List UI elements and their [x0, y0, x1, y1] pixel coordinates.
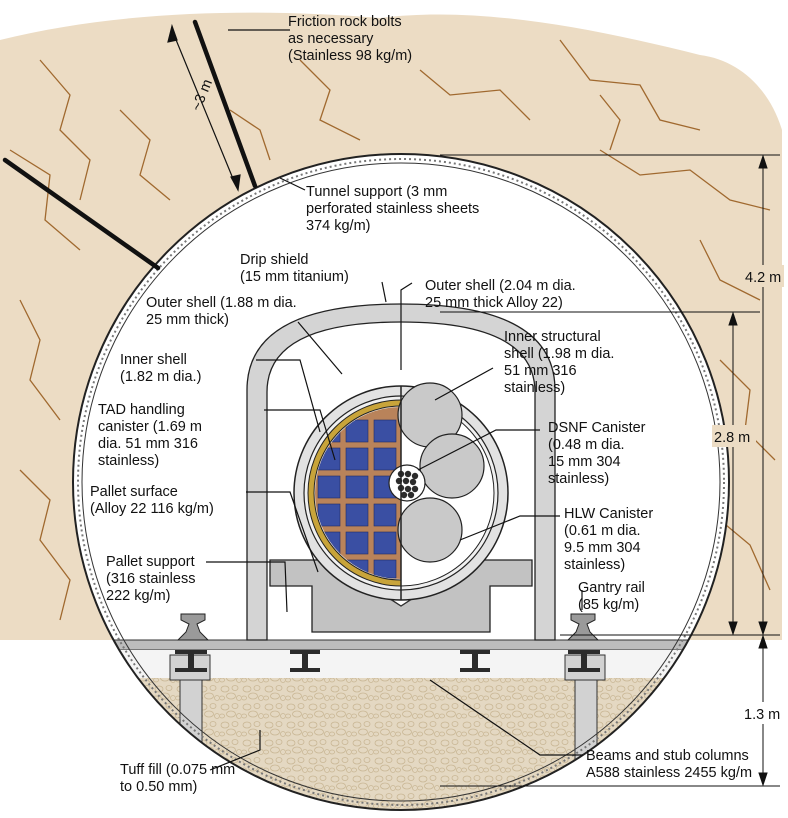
hlw-canisters	[397, 382, 485, 563]
tuff-fill-line: Tuff fill (0.075 mm	[120, 762, 235, 778]
pallet-support-line: Pallet support	[106, 554, 195, 570]
pallet-surface-line: Pallet surface	[90, 484, 178, 500]
tunnel-support-line: perforated stainless sheets	[306, 201, 479, 217]
tad-canister-line: TAD handling	[98, 402, 185, 418]
gantry-rail-line: Gantry rail	[578, 580, 645, 596]
beams	[175, 650, 600, 672]
drip-shield-label: Drip shield(15 mm titanium)	[240, 252, 349, 285]
hlw-canister-line: stainless)	[564, 557, 625, 573]
tad-canister-line: stainless)	[98, 453, 159, 469]
pallet-surface-label: Pallet surface(Alloy 22 116 kg/m)	[90, 484, 214, 517]
outer-shell-left-line: 25 mm thick)	[146, 312, 229, 328]
inner-shell-line: (1.82 m dia.)	[120, 369, 201, 385]
rock-bolts-line: as necessary	[288, 31, 374, 47]
rock-bolts-line: Friction rock bolts	[288, 14, 402, 30]
tunnel-support-ring	[72, 153, 730, 811]
drip-shield-line: Drip shield	[240, 252, 309, 268]
inner-structural-line: stainless)	[504, 380, 565, 396]
hlw-canister-line: 9.5 mm 304	[564, 540, 641, 556]
rock-bolts	[2, 19, 258, 271]
tunnel-support-line: 374 kg/m)	[306, 218, 370, 234]
dsnf-canister	[388, 464, 426, 502]
gantry-rail-label: Gantry rail(85 kg/m)	[578, 580, 645, 613]
inner-structural-line: Inner structural	[504, 329, 601, 345]
inner-shell-label: Inner shell(1.82 m dia.)	[120, 352, 201, 385]
dsnf-canister-line: stainless)	[548, 471, 609, 487]
hlw-canister-line: HLW Canister	[564, 506, 653, 522]
invert-deck	[73, 639, 729, 651]
tad-canister-line: dia. 51 mm 316	[98, 436, 198, 452]
outer-shell-left-label: Outer shell (1.88 m dia.25 mm thick)	[146, 295, 297, 328]
waste-package	[293, 382, 509, 601]
pallet-support-line: (316 stainless	[106, 571, 195, 587]
drip-shield-line: (15 mm titanium)	[240, 269, 349, 285]
pallet-surface-line: (Alloy 22 116 kg/m)	[90, 501, 214, 517]
hlw-canister-line: (0.61 m dia.	[564, 523, 641, 539]
dsnf-canister-line: DSNF Canister	[548, 420, 646, 436]
dsnf-canister-line: (0.48 m dia.	[548, 437, 625, 453]
outer-shell-right-label: Outer shell (2.04 m dia.25 mm thick Allo…	[425, 278, 576, 311]
dim-package-label: 2.8 m	[714, 430, 750, 446]
gantry-rail-line: (85 kg/m)	[578, 597, 639, 613]
leader-lines	[206, 29, 583, 771]
outer-shell-left-line: Outer shell (1.88 m dia.	[146, 295, 297, 311]
rock-bolts-line: (Stainless 98 kg/m)	[288, 48, 412, 64]
tad-canister-line: canister (1.69 m	[98, 419, 202, 435]
fuel-assemblies	[317, 419, 397, 579]
inner-structural-line: 51 mm 316	[504, 363, 577, 379]
dim-tunnel-label: 4.2 m	[745, 270, 781, 286]
outer-shell-right-line: Outer shell (2.04 m dia.	[425, 278, 576, 294]
tunnel-support-line: Tunnel support (3 mm	[306, 184, 447, 200]
inner-shell-line: Inner shell	[120, 352, 187, 368]
outer-shell-right-line: 25 mm thick Alloy 22)	[425, 295, 563, 311]
dim-invert-label: 1.3 m	[744, 707, 780, 723]
pallet-support-line: 222 kg/m)	[106, 588, 170, 604]
dsnf-canister-line: 15 mm 304	[548, 454, 621, 470]
beams-line: Beams and stub columns	[586, 748, 749, 764]
tuff-fill-line: to 0.50 mm)	[120, 779, 197, 795]
drip-shield	[246, 303, 556, 641]
inner-structural-line: shell (1.98 m dia.	[504, 346, 614, 362]
bolt-length-dimension	[167, 23, 241, 192]
beams-line: A588 stainless 2455 kg/m	[586, 765, 752, 781]
rock-cracks	[9, 39, 776, 621]
